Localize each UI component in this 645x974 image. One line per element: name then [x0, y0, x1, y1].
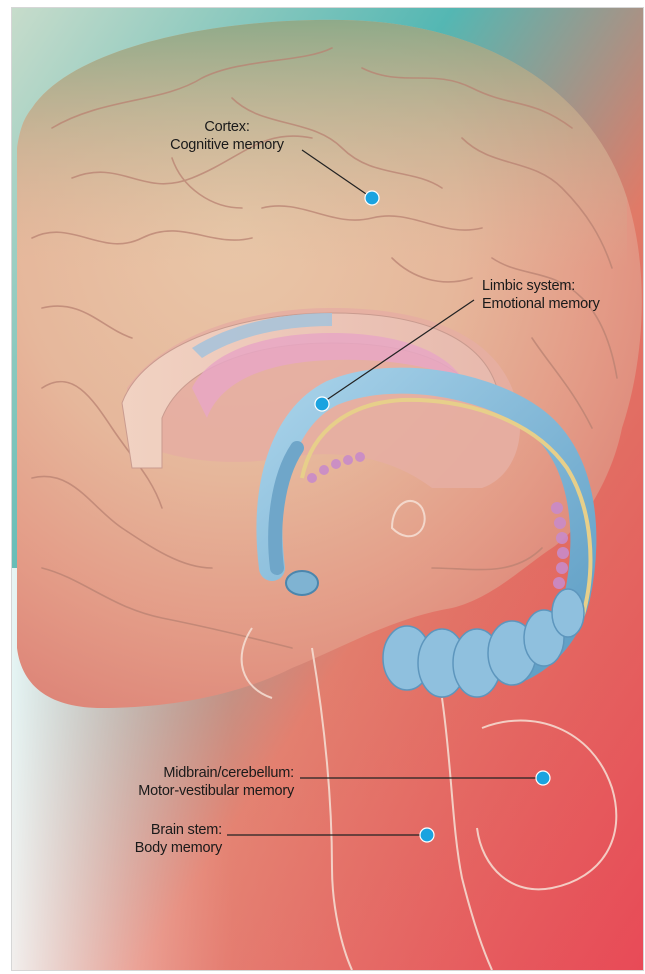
- cortex-marker: [365, 191, 379, 205]
- brainstem-title: Brain stem:: [102, 821, 222, 839]
- mammillary-body: [286, 571, 318, 595]
- brainstem-marker: [420, 828, 434, 842]
- cortex-title: Cortex:: [152, 118, 302, 136]
- midbrain-label: Midbrain/cerebellum: Motor-vestibular me…: [92, 764, 294, 800]
- limbic-title: Limbic system:: [482, 277, 632, 295]
- midbrain-subtitle: Motor-vestibular memory: [92, 782, 294, 800]
- cortex-label: Cortex: Cognitive memory: [152, 118, 302, 154]
- brainstem-label: Brain stem: Body memory: [102, 821, 222, 857]
- diagram-frame: Cortex: Cognitive memory Limbic system: …: [11, 7, 644, 971]
- limbic-subtitle: Emotional memory: [482, 295, 632, 313]
- cortex-subtitle: Cognitive memory: [152, 136, 302, 154]
- midbrain-marker: [536, 771, 550, 785]
- midbrain-title: Midbrain/cerebellum:: [92, 764, 294, 782]
- limbic-marker: [315, 397, 329, 411]
- limbic-label: Limbic system: Emotional memory: [482, 277, 632, 313]
- brainstem-subtitle: Body memory: [102, 839, 222, 857]
